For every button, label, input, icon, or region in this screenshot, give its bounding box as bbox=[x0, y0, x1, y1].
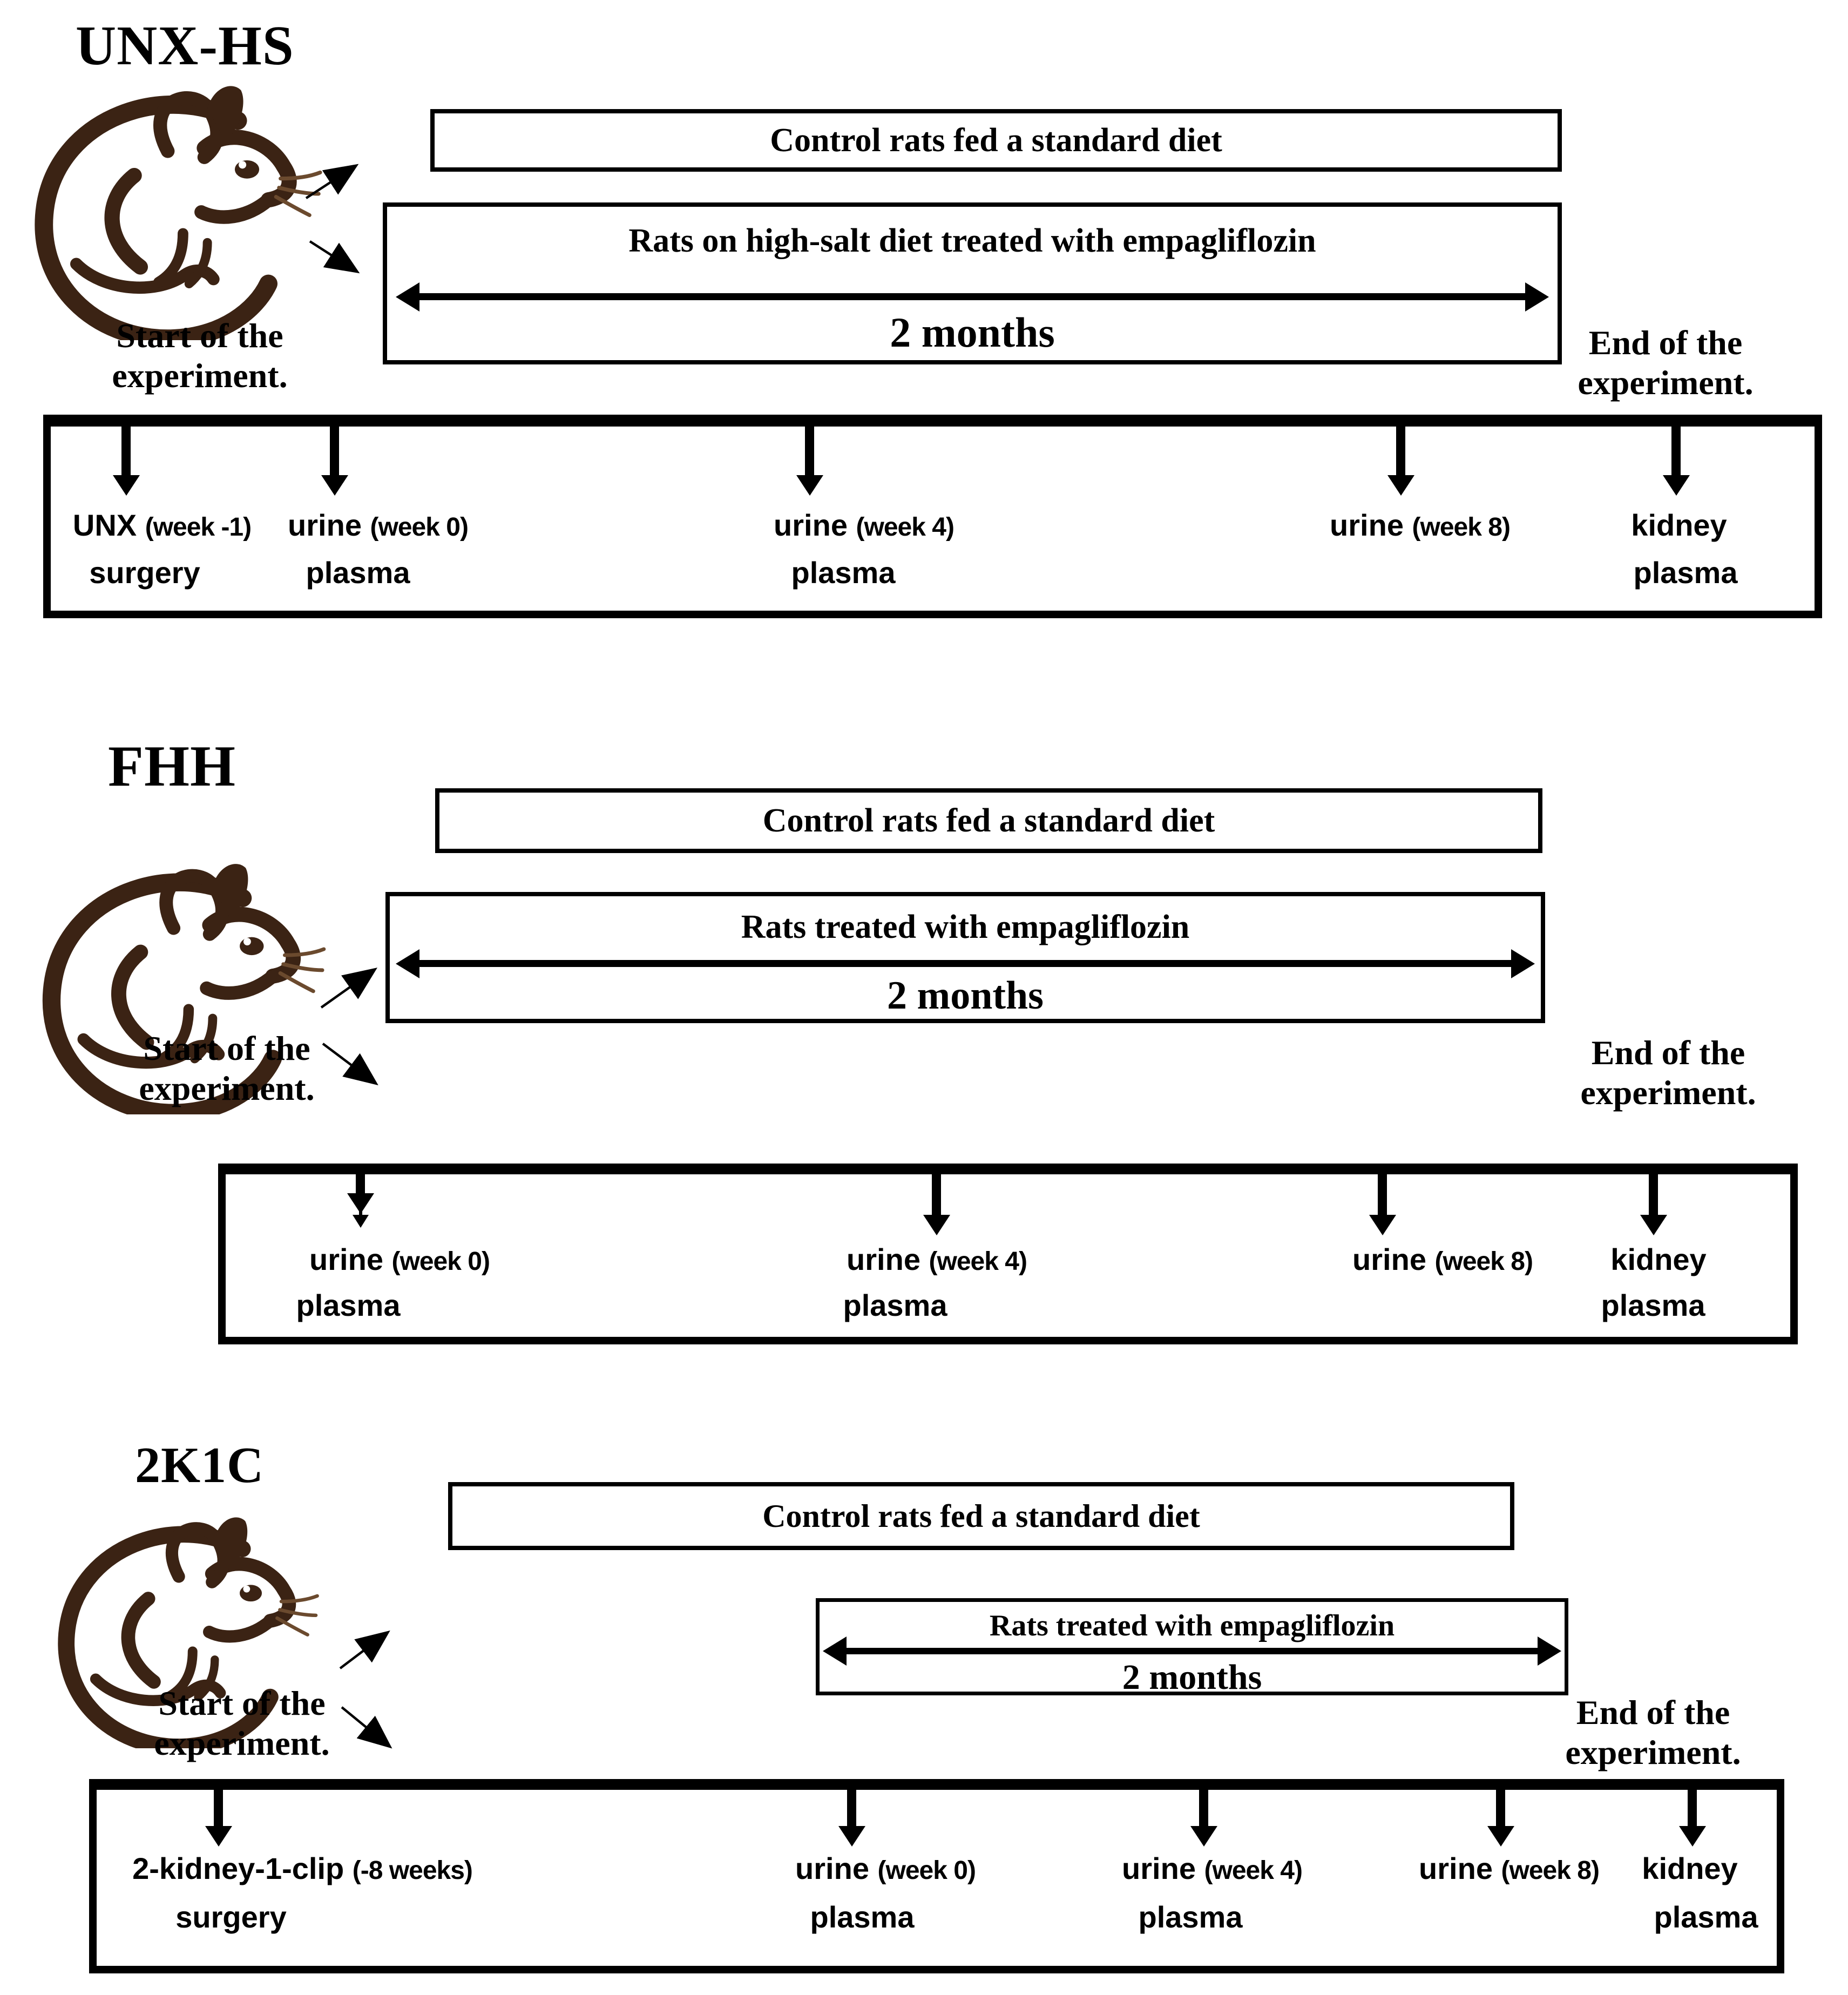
timeline-event-sample: plasma bbox=[296, 1288, 401, 1322]
timeline-event-sample: plasma bbox=[810, 1900, 915, 1934]
branch-arrows-icon bbox=[305, 164, 360, 274]
timeline-arrow-icon bbox=[805, 417, 814, 475]
timeline-event-label: urine (week 8) bbox=[1352, 1242, 1533, 1276]
control-group-box: Control rats fed a standard diet bbox=[435, 788, 1542, 853]
branch-arrows-icon bbox=[339, 1630, 392, 1749]
section-title-unx-hs: UNX-HS bbox=[76, 15, 294, 77]
timeline-event-label: 2-kidney-1-clip (-8 weeks) bbox=[132, 1851, 473, 1885]
start-label: Start of the experiment. bbox=[154, 1684, 330, 1762]
timeline-event-label: urine (week 4) bbox=[847, 1242, 1027, 1276]
timeline-event-label: urine (week 0) bbox=[309, 1242, 490, 1276]
branch-arrows-icon bbox=[320, 968, 378, 1086]
timeline-arrow-icon bbox=[121, 417, 131, 475]
section-title-2k1c: 2K1C bbox=[135, 1437, 264, 1493]
timeline-event-label: UNX (week -1) bbox=[72, 508, 252, 542]
timeline-arrow-icon bbox=[1396, 417, 1405, 475]
timeline-event-sample: plasma bbox=[1601, 1288, 1705, 1322]
timeline-event-label: urine (week 0) bbox=[288, 508, 469, 542]
control-group-box: Control rats fed a standard diet bbox=[448, 1482, 1514, 1550]
control-group-label: Control rats fed a standard diet bbox=[762, 802, 1215, 839]
timeline-arrow-icon bbox=[1649, 1165, 1658, 1215]
treatment-group-label: Rats treated with empagliflozin bbox=[989, 1609, 1395, 1642]
duration-arrow-icon bbox=[419, 960, 1511, 967]
timeline-event-label: urine (week 4) bbox=[1122, 1851, 1303, 1885]
end-label: End of the experiment. bbox=[1578, 323, 1754, 402]
duration-label: 2 months bbox=[887, 973, 1044, 1018]
timeline-arrow-icon bbox=[214, 1781, 223, 1826]
timeline-event-label: urine (week 8) bbox=[1330, 508, 1511, 542]
timeline-arrow-icon bbox=[359, 1165, 362, 1215]
section-title-fhh: FHH bbox=[108, 734, 236, 799]
timeline-arrow-icon bbox=[1199, 1781, 1208, 1826]
control-group-label: Control rats fed a standard diet bbox=[770, 121, 1222, 159]
timeline-event-label: kidney bbox=[1631, 508, 1727, 542]
duration-arrow-icon bbox=[419, 293, 1525, 300]
timeline-box bbox=[218, 1164, 1798, 1344]
control-group-label: Control rats fed a standard diet bbox=[762, 1498, 1200, 1534]
end-label: End of the experiment. bbox=[1565, 1693, 1741, 1771]
timeline-event-label: urine (week 4) bbox=[774, 508, 955, 542]
timeline-arrow-icon bbox=[1688, 1781, 1697, 1826]
timeline-event-sample: plasma bbox=[843, 1288, 947, 1322]
duration-label: 2 months bbox=[890, 309, 1055, 356]
duration-arrow-icon bbox=[847, 1648, 1538, 1654]
timeline-box bbox=[43, 415, 1822, 618]
treatment-group-box: Rats on high-salt diet treated with empa… bbox=[383, 202, 1562, 364]
treatment-group-label: Rats on high-salt diet treated with empa… bbox=[628, 222, 1316, 259]
timeline-event-sample: plasma bbox=[1654, 1900, 1758, 1934]
treatment-group-box: Rats treated with empagliflozin 2 months bbox=[816, 1598, 1568, 1697]
timeline-arrow-icon bbox=[1671, 417, 1681, 475]
timeline-event-label: urine (week 8) bbox=[1419, 1851, 1600, 1885]
timeline-arrow-icon bbox=[330, 417, 339, 475]
start-label: Start of the experiment. bbox=[112, 316, 288, 395]
timeline-event-label: urine (week 0) bbox=[795, 1851, 976, 1885]
timeline-event-sample: plasma bbox=[1138, 1900, 1243, 1934]
timeline-event-sample: plasma bbox=[306, 556, 410, 590]
timeline-arrow-icon bbox=[1496, 1781, 1505, 1826]
timeline-arrow-icon bbox=[1378, 1165, 1387, 1215]
timeline-event-label: kidney bbox=[1642, 1851, 1738, 1885]
timeline-event-sample: plasma bbox=[1633, 556, 1738, 590]
duration-label: 2 months bbox=[1122, 1658, 1262, 1697]
timeline-arrow-icon bbox=[847, 1781, 856, 1826]
treatment-group-box: Rats treated with empagliflozin 2 months bbox=[385, 892, 1545, 1023]
timeline-event-sample: surgery bbox=[175, 1900, 287, 1934]
end-label: End of the experiment. bbox=[1580, 1033, 1756, 1112]
timeline-event-sample: surgery bbox=[89, 556, 200, 590]
treatment-group-label: Rats treated with empagliflozin bbox=[741, 909, 1190, 945]
timeline-arrow-icon bbox=[932, 1165, 941, 1215]
start-label: Start of the experiment. bbox=[139, 1029, 315, 1107]
timeline-event-sample: plasma bbox=[791, 556, 896, 590]
control-group-box: Control rats fed a standard diet bbox=[430, 109, 1562, 172]
timeline-event-label: kidney bbox=[1610, 1242, 1707, 1276]
